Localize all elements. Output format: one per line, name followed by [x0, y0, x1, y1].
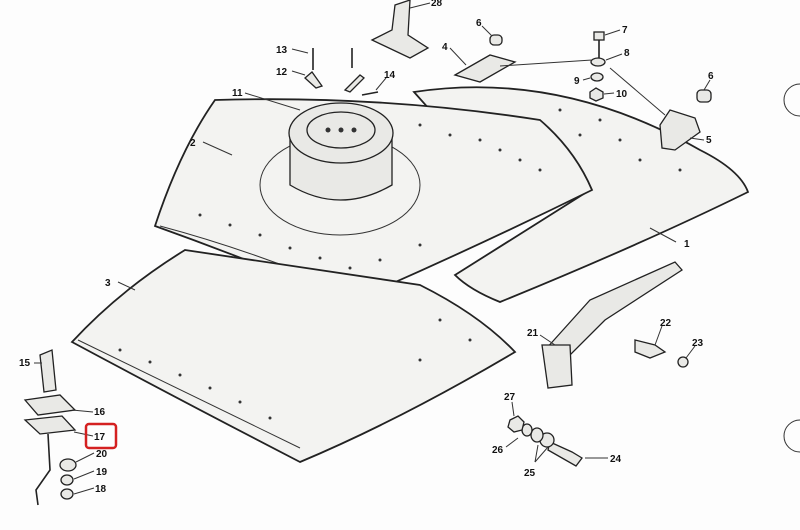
callout-28: 28 — [431, 0, 443, 9]
binder-hole-top — [783, 83, 800, 117]
hinge-4 — [453, 54, 517, 83]
callout-27: 27 — [504, 392, 516, 403]
callout-8: 8 — [624, 48, 630, 59]
callout-11: 11 — [232, 88, 243, 99]
spring-15 — [39, 349, 57, 393]
callout-26: 26 — [492, 445, 504, 456]
callout-9: 9 — [574, 76, 580, 87]
callout-13: 13 — [276, 45, 288, 56]
panel-3 — [70, 249, 517, 463]
callout-14: 14 — [384, 70, 396, 81]
hinge-5 — [659, 109, 701, 151]
callout-10: 10 — [616, 89, 628, 100]
bracket-21 — [541, 344, 573, 389]
callout-12: 12 — [276, 67, 288, 78]
pin-22 — [634, 339, 667, 359]
callout-6-right: 6 — [708, 71, 714, 82]
rivet-holes — [118, 108, 682, 420]
callout-16: 16 — [94, 407, 106, 418]
callout-6: 6 — [476, 18, 482, 29]
callout-15: 15 — [19, 358, 31, 369]
callout-18: 18 — [95, 484, 107, 495]
callout-24: 24 — [610, 454, 622, 465]
bracket-28 — [370, 0, 430, 59]
highlight-box — [84, 422, 118, 450]
callout-7: 7 — [622, 25, 628, 36]
plate-17 — [23, 415, 77, 435]
bush-6 — [489, 34, 503, 46]
callout-17: 17 — [94, 432, 106, 443]
callout-1: 1 — [684, 239, 690, 250]
callout-21: 21 — [527, 328, 539, 339]
callout-3: 3 — [105, 278, 111, 289]
panel-2 — [153, 98, 594, 303]
callout-22: 22 — [660, 318, 672, 329]
callout-4: 4 — [442, 42, 448, 53]
binder-hole-bottom — [783, 419, 800, 453]
callout-5: 5 — [706, 135, 712, 146]
washer-23 — [677, 356, 689, 368]
callout-2: 2 — [190, 138, 196, 149]
callout-20: 20 — [96, 449, 108, 460]
plate-16 — [23, 394, 77, 416]
callout-25: 25 — [524, 468, 536, 479]
bush-6b — [696, 89, 712, 103]
callout-19: 19 — [96, 467, 108, 478]
leader-lines — [34, 2, 711, 495]
bolt-24 — [547, 441, 583, 467]
callout-23: 23 — [692, 338, 704, 349]
